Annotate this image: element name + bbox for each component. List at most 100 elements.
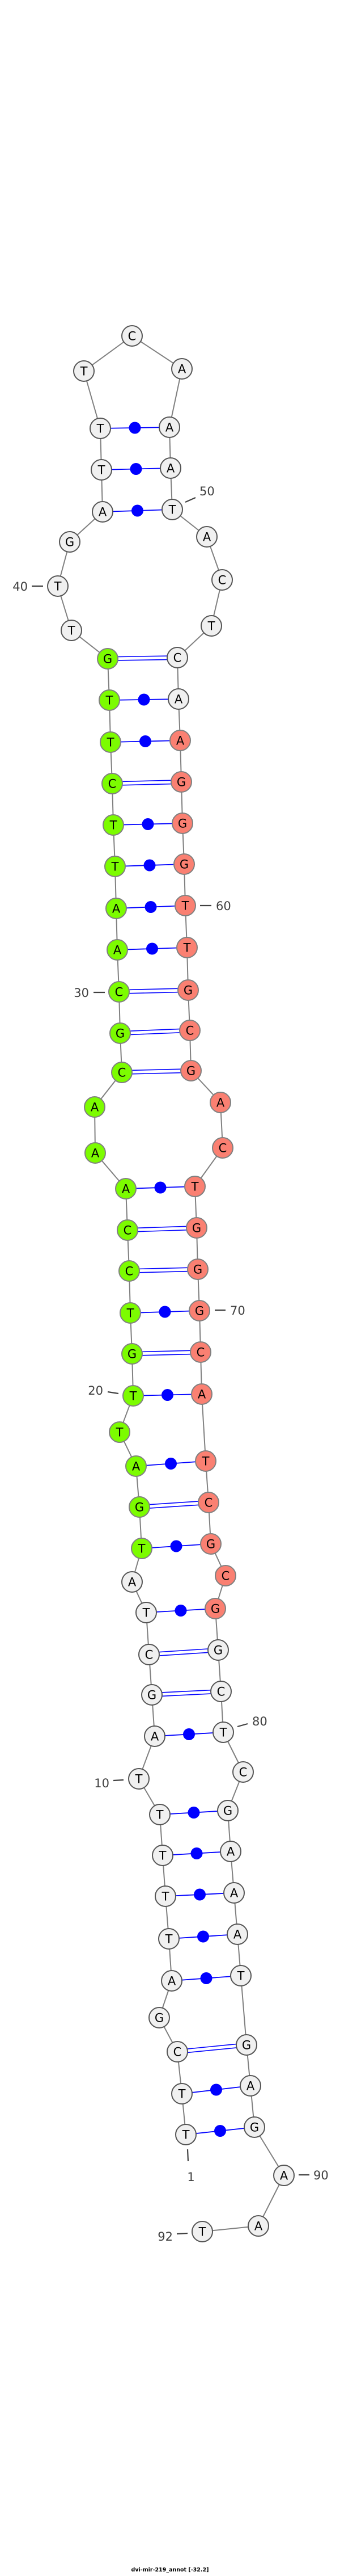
structure-title: dvi-mir-219_annot [-32.2] [131,2567,209,2573]
nucleotide: G [236,2034,257,2056]
nucleotide-circle [111,1062,133,1083]
nucleotide-letter: G [65,536,74,549]
nucleotide: C [179,1020,201,1041]
pair-dot [175,1605,187,1617]
nucleotide-letter: T [183,941,191,955]
nucleotide-letter: G [195,1304,204,1318]
nucleotide-circle [101,773,123,794]
nucleotide-letter: A [165,421,174,435]
nucleotide-circle [92,501,113,523]
nucleotide-circle [117,1219,138,1241]
nucleotide-circle [167,647,188,668]
nucleotide-circle [175,895,196,916]
nucleotide-circle [236,2034,257,2056]
nucleotide: A [115,1178,137,1199]
nucleotide-letter: T [156,1808,164,1822]
nucleotide: C [212,1137,233,1159]
nucleotide: C [198,1492,219,1513]
nucleotide: C [210,1681,232,1702]
nucleotide: G [180,1060,202,1081]
nucleotide-letter: A [178,363,186,376]
nucleotide-letter: C [108,777,117,791]
nucleotide: T [195,1450,216,1472]
nucleotide: T [122,1385,144,1407]
nucleotide-letter: G [180,858,189,872]
nucleotide-letter: G [155,2011,164,2025]
nucleotide: T [171,2083,193,2104]
gc-pair-line [139,1504,209,1509]
nucleotide: G [186,1217,207,1239]
nucleotide-letter: A [168,1975,176,1988]
nucleotide-circle [177,979,199,1001]
nucleotide: T [109,1421,130,1443]
nucleotide-letter: A [246,2080,255,2093]
nucleotide-circle [121,1571,143,1593]
nucleotide-letter: G [103,653,112,666]
gc-pair-line [152,1693,222,1697]
nucleotide-circle [195,1450,216,1472]
gc-pair-line [177,2043,246,2051]
pair-dot [162,1389,173,1401]
position-label: 10 [94,1777,109,1790]
gc-pair-line [120,1032,190,1036]
nucleotide-circle [109,1022,131,1044]
pair-dot [139,735,151,747]
nucleotide-circle [180,1060,202,1081]
nucleotide-letter: G [177,776,186,789]
nucleotide-letter: A [91,1147,100,1160]
nucleotide: C [108,981,130,1003]
nucleotide-letter: A [151,1730,159,1744]
nucleotide-circle [220,1841,241,1862]
nucleotide-letter: G [147,1689,156,1702]
nucleotide-circle [84,1096,105,1118]
pair-dot [188,1807,200,1819]
nucleotide: T [100,731,121,753]
nucleotide-circle [240,2075,261,2097]
nucleotide-circle [168,688,189,710]
nucleotide-circle [121,1343,143,1365]
nucleotide: A [105,898,127,919]
nucleotide: C [111,1062,133,1083]
nucleotide: T [212,1721,234,1743]
position-label: 40 [12,580,28,594]
nucleotide-letter: T [80,365,88,378]
nucleotide-circle [190,1341,211,1363]
nucleotide: A [171,358,193,380]
pair-dot [190,1847,203,1859]
nucleotide: T [47,575,69,597]
nucleotide-letter: G [193,1263,202,1277]
nucleotide-circle [104,856,126,877]
nucleotide-letter: C [222,1569,230,1583]
nucleotide-circle [159,416,180,438]
nucleotide-letter: C [173,2045,182,2059]
nucleotide-letter: T [237,1969,245,1983]
nucleotide: G [187,1258,209,1280]
position-label: 80 [252,1715,267,1728]
position-label: 60 [216,899,231,913]
pair-dot [165,1458,177,1470]
base-pairs [100,422,255,2137]
gc-pair-line [177,2046,247,2054]
nucleotide-circle [129,1496,150,1518]
nucleotide: A [121,1571,143,1593]
pair-dot [138,693,150,706]
nucleotide: T [184,1176,206,1197]
nucleotide: A [160,457,181,479]
nucleotide: G [148,2007,170,2028]
nucleotide-circle [141,1684,163,1706]
nucleotide-letter: G [192,1222,201,1235]
nucleotide-circle [131,1538,152,1559]
nucleotide-letter: C [218,574,227,587]
nucleotide-circle [148,2007,170,2028]
pair-dot [144,901,157,913]
nucleotide-letter: C [205,1496,213,1510]
nucleotide-circle [175,2124,197,2145]
nucleotide-letter: T [202,1455,210,1468]
nucleotide: A [84,1142,106,1164]
nucleotide-letter: C [173,651,182,665]
nucleotide-letter: A [99,506,107,519]
nucleotide-letter: G [135,1501,144,1514]
position-label: 90 [313,2169,329,2182]
nucleotide: T [131,1538,152,1559]
nucleotide-letter: A [167,462,175,475]
